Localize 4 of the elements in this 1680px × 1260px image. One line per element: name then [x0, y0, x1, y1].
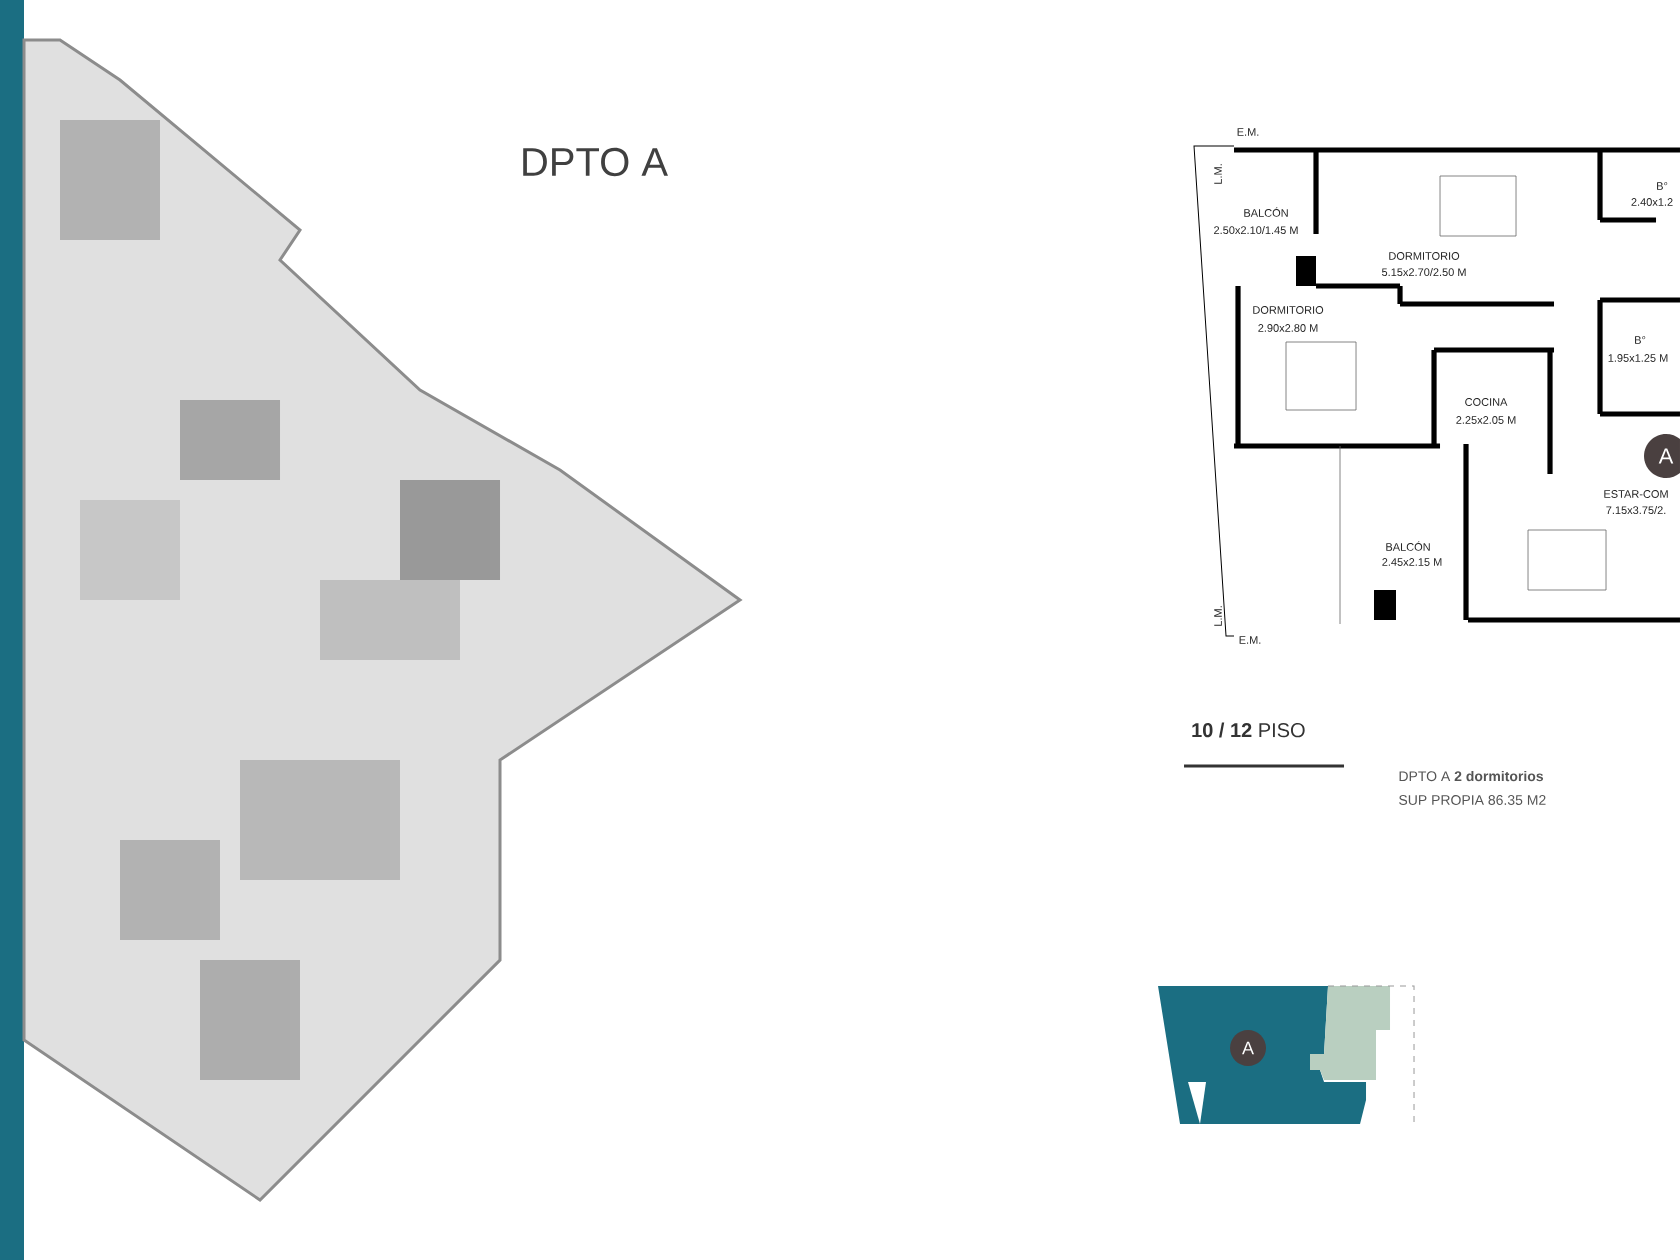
heading: DPTO A [523, 147, 668, 177]
floor-label: 10 / 12 PISO [1192, 722, 1305, 738]
unit-badge: A [1644, 434, 1680, 478]
unit-badge: A [1230, 1030, 1266, 1066]
